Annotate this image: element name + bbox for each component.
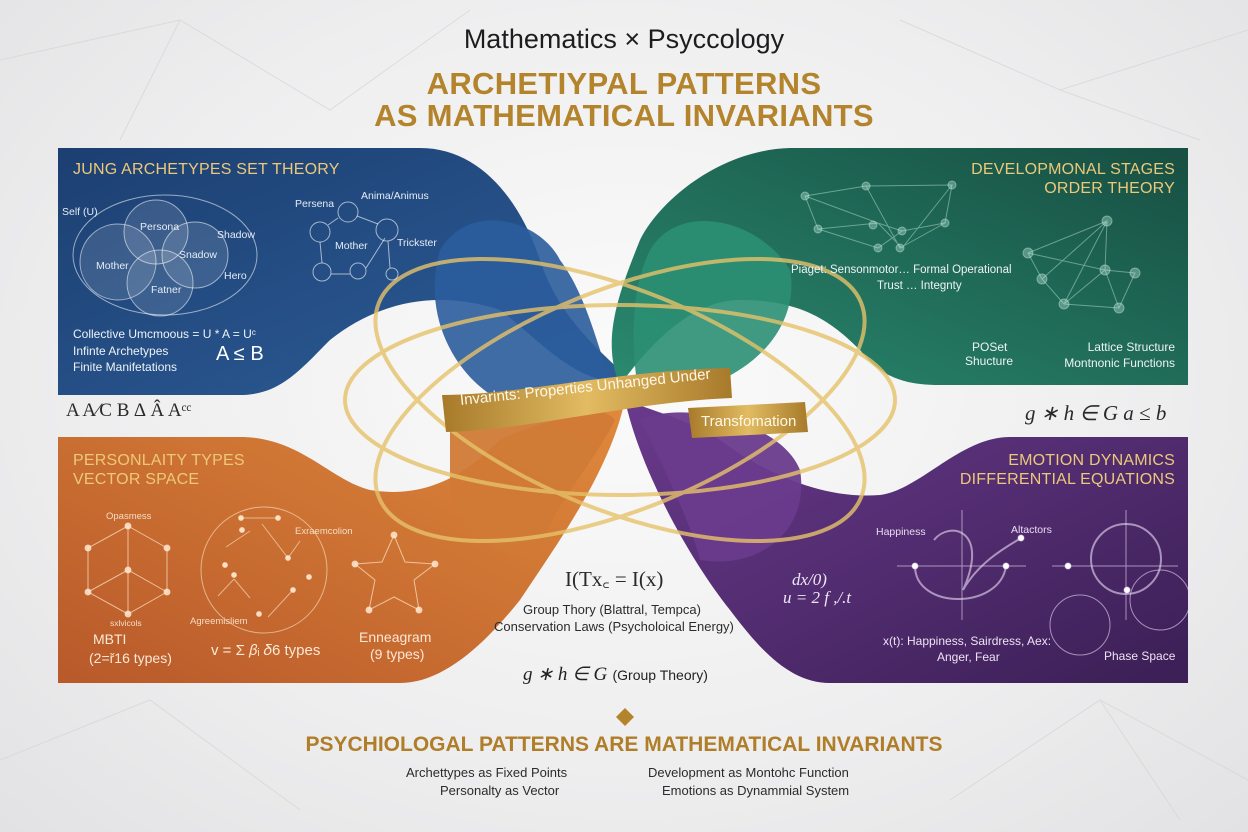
vector-space-circle	[200, 506, 328, 634]
erikson-stages: Trust … Integnty	[877, 280, 962, 292]
jung-infinite-text: Infinte Archetypes	[73, 344, 169, 358]
conservation-laws-text: Conservation Laws (Psycholoical Energy)	[494, 619, 734, 634]
network-label-trickster: Trickster	[397, 237, 437, 249]
jung-heading: JUNG ARCHETYPES SET THEORY	[73, 161, 340, 178]
footer-item-emotions: Emotions as Dynammial System	[662, 783, 850, 798]
invariant-formula: I(Tx꜀ = I(x)	[565, 567, 664, 591]
mbti-label: MBTI	[93, 631, 127, 647]
enneagram-label: Enneagram	[359, 629, 432, 645]
personality-heading-line2: VECTOR SPACE	[73, 471, 200, 488]
venn-label-persona: Persona	[140, 221, 180, 233]
vector-formula: v = Σ 𝛽ᵢ 𝛿6 types	[211, 642, 321, 659]
development-formula: g ∗ h ∈ G a ≤ b	[1025, 401, 1167, 425]
emotion-states-line1: x(t): Happiness, Sairdress, Aex:	[883, 634, 1052, 648]
jung-finite-text: Finite Manifetations	[73, 360, 178, 374]
venn-diagram	[72, 194, 258, 317]
poset-label-2: Shucture	[965, 354, 1014, 368]
lattice-label: Lattice Structure	[1087, 340, 1175, 354]
extraversion-label: Exraemcolion	[295, 526, 353, 537]
network-label-persona: Persena	[295, 198, 335, 210]
main-title-line1: ARCHETIYPAL PATTERNS	[426, 66, 822, 101]
enneagram-star	[351, 531, 439, 614]
group-formula: g ∗ h ∈ G	[523, 664, 608, 685]
emotion-equation-line1: dx/0)	[792, 570, 827, 589]
ribbon-banner-tail	[688, 402, 808, 438]
jung-collective-formula: Collective Umcmoous = U * A = Uᶜ	[73, 327, 256, 341]
phase-space-plot	[1049, 510, 1191, 656]
personality-heading-line1: PERSONLAITY TYPES	[73, 452, 245, 469]
group-formula-label: (Group Theory)	[612, 667, 708, 683]
venn-label-father: Fatner	[151, 284, 182, 296]
blue-head-shape	[434, 220, 615, 409]
jung-subset-formula: A ≤ B	[216, 343, 264, 365]
venn-label-snadow: Snadow	[179, 249, 217, 261]
divider-diamond	[616, 708, 634, 726]
attractors-label: Altactors	[1011, 524, 1052, 536]
development-panel	[611, 148, 1188, 385]
network-label-anima: Anima/Animus	[361, 190, 429, 202]
development-heading-line1: DEVELOPMONAL STAGES	[971, 161, 1175, 178]
lattice-graph	[1022, 215, 1141, 314]
footer-heading: PSYCHIOLOGAL PATTERNS ARE MATHEMATICAL I…	[305, 733, 943, 756]
venn-label-mother: Mother	[96, 260, 129, 272]
mbti-types: (2=ř16 types)	[89, 650, 172, 666]
network-pattern	[0, 9, 1248, 821]
venn-label-self: Self (U)	[62, 206, 98, 218]
footer-item-archetypes: Archettypes as Fixed Points	[406, 765, 568, 780]
agreeableness-label: Agreemisliem	[190, 616, 248, 627]
hexagon-bottom-label: sxlvicols	[110, 618, 142, 628]
archetype-network	[309, 201, 399, 282]
network-label-mother: Mother	[335, 240, 368, 252]
main-title-line2: AS MATHEMATICAL INVARIANTS	[374, 98, 874, 133]
footer-item-personality: Personalty as Vector	[440, 783, 560, 798]
emotion-heading-line2: DIFFERENTIAL EQUATIONS	[959, 471, 1175, 488]
orbit-rings	[343, 256, 897, 544]
mbti-hexagon	[84, 522, 171, 618]
development-heading-line2: ORDER THEORY	[1044, 180, 1175, 197]
enneagram-types: (9 types)	[370, 646, 425, 662]
jung-panel	[58, 148, 630, 395]
jung-set-formula: A A⁄C B ∆ Â Aᶜᶜ	[66, 400, 192, 421]
group-formula-row: g ∗ h ∈ G (Group Theory)	[523, 663, 708, 686]
footer-item-development: Development as Montohc Function	[648, 765, 849, 780]
happiness-label: Happiness	[876, 526, 926, 538]
ribbon-text-line2: Transfomation	[701, 413, 797, 430]
openness-label: Opasmess	[106, 511, 152, 522]
header-subtitle: Mathematics × Psyccology	[463, 24, 785, 54]
monotonic-label: Montnonic Functions	[1064, 356, 1175, 370]
poset-graph	[800, 180, 957, 253]
ribbon-banner	[442, 368, 732, 432]
venn-label-hero: Hero	[224, 270, 247, 282]
piaget-stages: Piaget: Sensonmotor… Formal Operational	[791, 264, 1012, 276]
group-theory-text: Group Thory (Blattral, Tempca)	[523, 602, 701, 617]
emotion-heading-line1: EMOTION DYNAMICS	[1008, 452, 1175, 469]
emotion-equation-line2: u = 2 f ,/.t	[783, 588, 852, 607]
phase-space-label: Phase Space	[1104, 649, 1176, 663]
attractor-plot	[897, 510, 1026, 620]
venn-label-shadow: Shadow	[217, 229, 255, 241]
poset-label-1: POSet	[972, 340, 1008, 354]
emotion-states-line2: Anger, Fear	[937, 650, 1000, 664]
